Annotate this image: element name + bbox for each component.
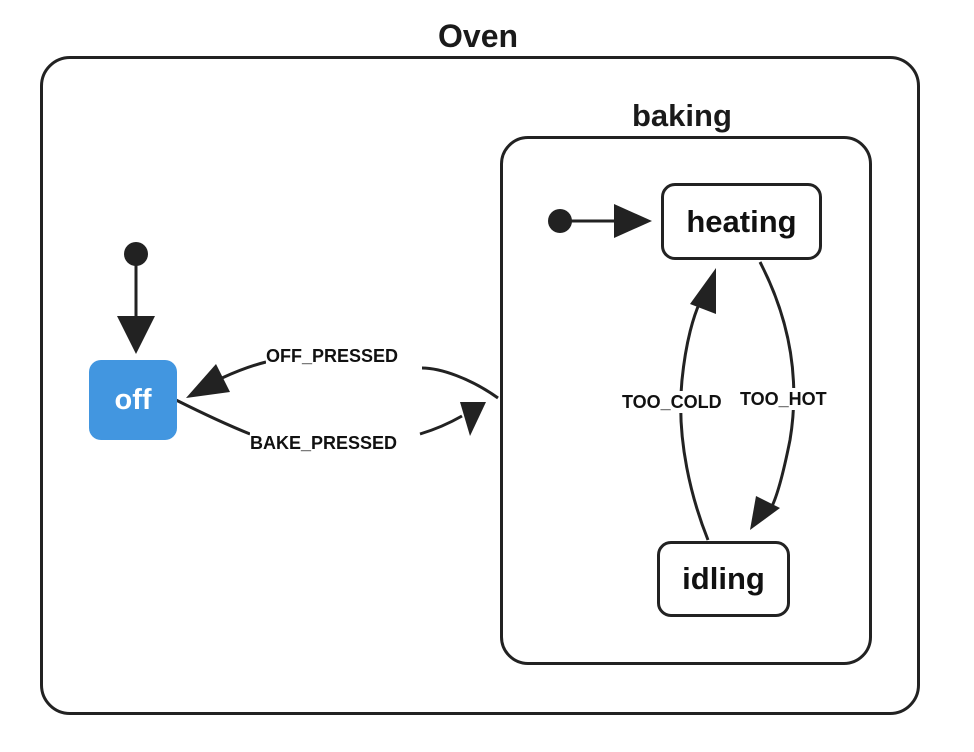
off-pressed-line	[421, 366, 499, 400]
arrowhead-initial-heating	[614, 204, 652, 238]
baking-title: baking	[632, 98, 732, 133]
state-idling[interactable]: idling	[657, 541, 790, 617]
arrowhead-bake-pressed	[460, 402, 486, 436]
transition-label-bake-pressed: BAKE_PRESSED	[250, 432, 398, 454]
arrowhead-too-hot	[750, 496, 780, 530]
too-cold-line	[679, 301, 710, 541]
transition-label-too-hot: TOO_HOT	[740, 388, 827, 410]
transition-label-off-pressed: OFF_PRESSED	[266, 345, 399, 367]
too-hot-line	[758, 261, 796, 511]
initial-dot-oven	[124, 242, 148, 266]
initial-dot-baking	[548, 209, 572, 233]
oven-title: Oven	[438, 18, 519, 54]
state-off[interactable]: off	[89, 360, 177, 440]
baking-container	[500, 136, 872, 665]
bake-pressed-line-end	[419, 414, 463, 436]
off-pressed-line-tail	[221, 360, 267, 380]
arrowhead-initial-off	[117, 316, 155, 354]
arrowhead-off-pressed	[186, 364, 230, 398]
oven-container	[40, 56, 920, 715]
bake-pressed-line-start	[175, 398, 251, 436]
arrowhead-too-cold	[690, 268, 716, 314]
state-heating[interactable]: heating	[661, 183, 822, 260]
transition-label-too-cold: TOO_COLD	[622, 391, 722, 413]
